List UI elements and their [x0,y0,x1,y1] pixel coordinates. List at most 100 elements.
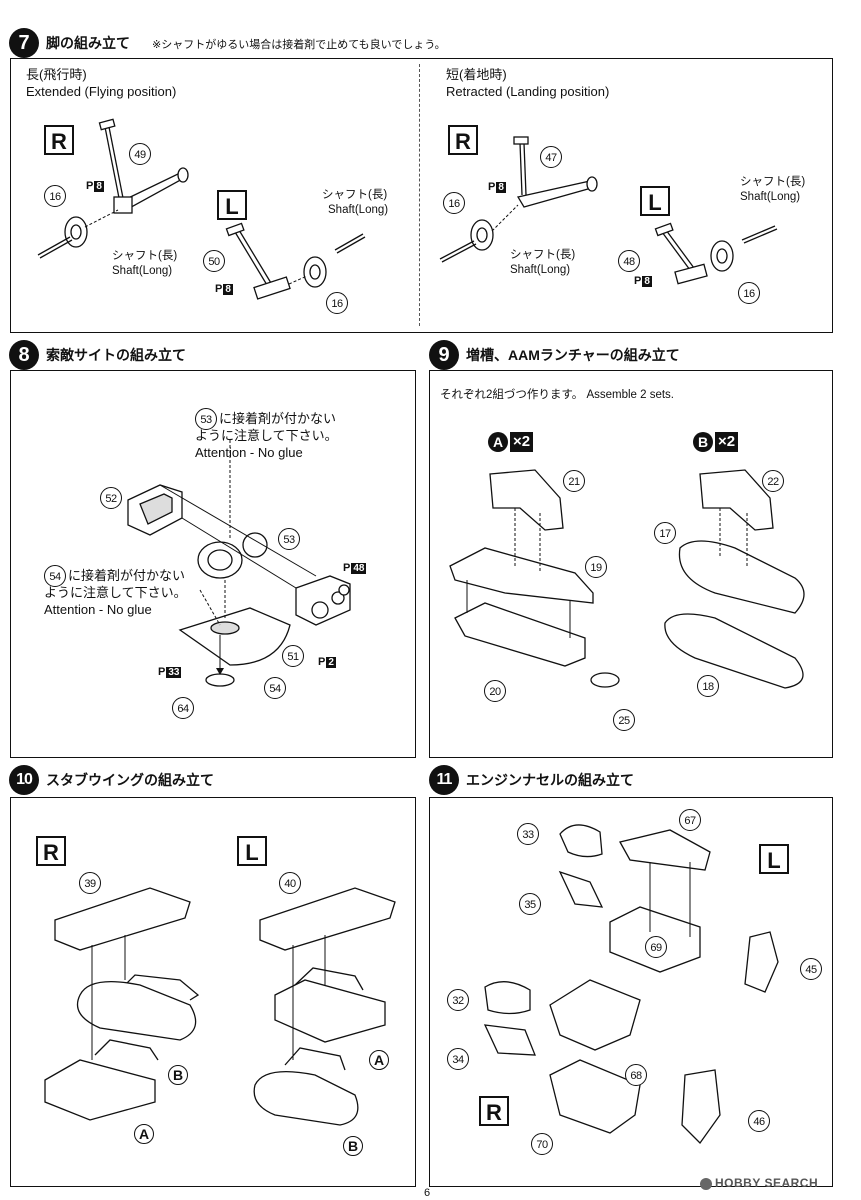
part-52-callout: 52 [100,487,122,509]
note-54-line1: に接着剤が付かない [68,568,186,583]
part-18-callout: 18 [697,675,719,697]
step-9-panel [429,370,833,758]
step-7-title: 脚の組み立て [46,35,130,51]
shaft-label-jp-1: シャフト(長) [112,250,178,262]
step-9-title: 増槽、AAMランチャーの組み立て [466,347,680,363]
retracted-label-en: Retracted (Landing position) [446,84,610,99]
set-A-letter: A [488,432,508,452]
stub-wing-right-marker: R [36,836,66,866]
extended-label-jp: 長(飛行時) [26,67,87,82]
step-7-number: 7 [9,28,39,58]
part-64-callout: 64 [172,697,194,719]
note-54-line2: ように注意して下さい。 [44,585,187,600]
right-side-marker: R [44,125,74,155]
part-16-callout-4: 16 [738,282,760,304]
left-side-marker: L [217,190,247,220]
part-32-callout: 32 [447,989,469,1011]
part-54-callout: 54 [264,677,286,699]
step-10-number: 10 [9,765,39,795]
part-39-callout: 39 [79,872,101,894]
part-16-callout: 16 [44,185,66,207]
part-48-callout: 48 [618,250,640,272]
shaft-label-jp-4: シャフト(長) [740,176,806,188]
hobby-search-watermark: HOBBY SEARCH [700,1176,818,1190]
step-11-panel [429,797,833,1187]
note-53-line2: ように注意して下さい。 [195,428,338,443]
step-10-panel [10,797,416,1187]
set-A-badge: A ×2 [488,432,534,452]
part-51-callout: 51 [282,645,304,667]
stub-wing-left-drawing [253,887,396,1126]
part-45-callout: 45 [800,958,822,980]
part-17-callout: 17 [654,522,676,544]
set-B-times: ×2 [715,432,739,452]
note-53-line1: に接着剤が付かない [219,411,337,426]
note-54-callout: 54 [44,565,66,587]
page-number: 6 [424,1187,431,1199]
shaft-label-en-4: Shaft(Long) [740,191,801,203]
part-16-callout-3: 16 [443,192,465,214]
part-53-callout: 53 [278,528,300,550]
retracted-right-gear-drawing [439,136,598,263]
nacelle-right-drawing [483,979,721,1145]
aam-launcher-drawing [449,469,620,688]
stub-wing-right-A-marker: A [134,1124,154,1144]
right-side-marker-2: R [448,125,478,155]
retracted-label-jp: 短(着地時) [446,67,507,82]
retracted-left-gear-drawing [654,222,778,285]
part-25-callout: 25 [613,709,635,731]
part-35-callout: 35 [519,893,541,915]
part-40-callout: 40 [279,872,301,894]
watermark-logo-icon [700,1177,712,1190]
watermark-text: HOBBY SEARCH [715,1176,819,1190]
part-20-callout: 20 [484,680,506,702]
part-19-callout: 19 [585,556,607,578]
step-9-note: それぞれ2組づつ作ります。 Assemble 2 sets. [440,389,675,401]
set-A-times: ×2 [510,432,534,452]
part-33-callout: 33 [517,823,539,845]
stub-wing-right-drawing [44,887,200,1121]
step-7-panel [10,58,833,333]
set-B-letter: B [693,432,713,452]
part-21-callout: 21 [563,470,585,492]
set-B-badge: B ×2 [693,432,739,452]
stub-wing-left-marker: L [237,836,267,866]
part-34-callout: 34 [447,1048,469,1070]
shaft-label-en-2: Shaft(Long) [328,204,389,216]
stub-wing-right-B-marker: B [168,1065,188,1085]
sight-assembly-drawing [127,440,351,687]
step-10-title: スタブウイングの組み立て [46,772,214,788]
stub-wing-left-A-marker: A [369,1050,389,1070]
step-11-number: 11 [429,765,459,795]
step-9-number: 9 [429,340,459,370]
part-22-callout: 22 [762,470,784,492]
note-53-line3: Attention - No glue [195,445,303,460]
shaft-label-en-3: Shaft(Long) [510,264,571,276]
part-70-callout: 70 [531,1133,553,1155]
part-47-callout: 47 [540,146,562,168]
shaft-label-jp-2: シャフト(長) [322,189,388,201]
stub-wing-left-B-marker: B [343,1136,363,1156]
step-8-number: 8 [9,340,39,370]
extended-right-gear-drawing [37,118,189,259]
part-50-callout: 50 [203,250,225,272]
note-53-callout: 53 [195,408,217,430]
extended-label-en: Extended (Flying position) [26,84,177,99]
step-11-title: エンジンナセルの組み立て [466,772,634,788]
step-8-panel [10,370,416,758]
shaft-label-en-1: Shaft(Long) [112,265,173,277]
part-16-callout-2: 16 [326,292,348,314]
left-side-marker-2: L [640,186,670,216]
step-8-title: 索敵サイトの組み立て [46,347,186,363]
extended-left-gear-drawing [225,222,366,300]
nacelle-left-marker: L [759,844,789,874]
drop-tank-drawing [664,469,805,689]
part-69-callout: 69 [645,936,667,958]
